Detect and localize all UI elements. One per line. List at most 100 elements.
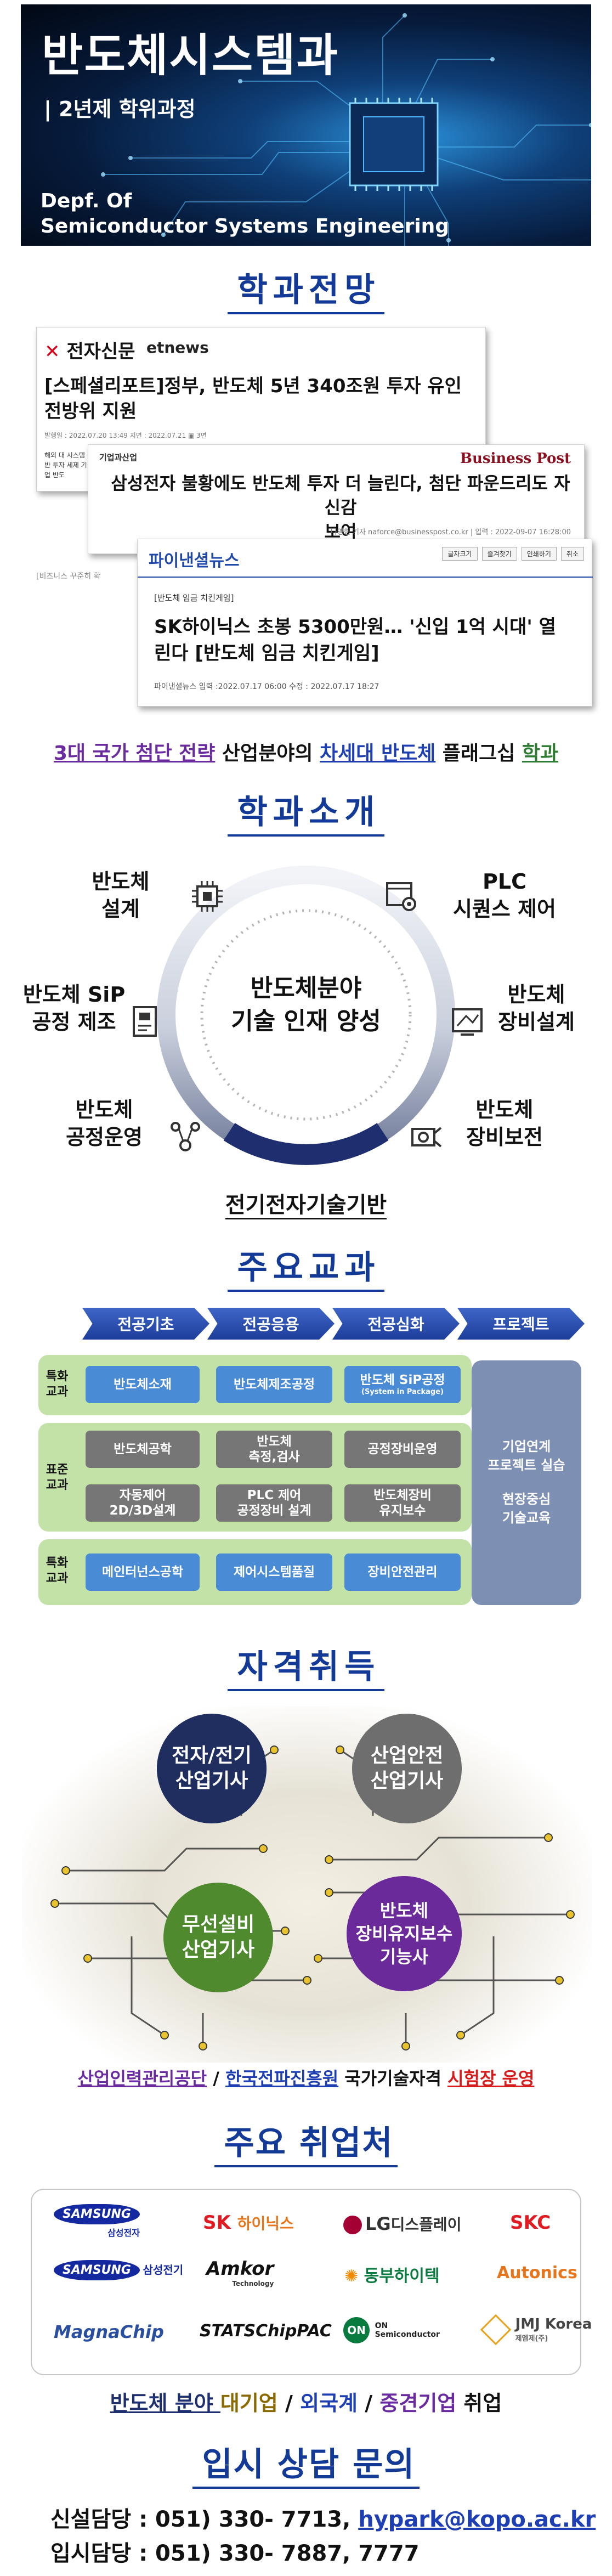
news-card-businesspost: 기업과산업 Business Post 삼성전자 불황에도 반도체 투자 더 늘… bbox=[88, 444, 585, 554]
logo-lg-display: LG디스플레이 bbox=[343, 2213, 461, 2235]
contact-line-new: 신설담당 : 051) 330- 7713, hypark@kopo.ac.kr bbox=[50, 2507, 596, 2532]
outlook-caption-part: 학과 bbox=[522, 742, 559, 765]
ring-graphic bbox=[157, 866, 455, 1165]
certificate-caption: 산업인력관리공단 / 한국전파진흥원 국가기술자격 시험장 운영 bbox=[0, 2065, 612, 2090]
bookmark-button[interactable]: 즐겨찾기 bbox=[481, 547, 517, 561]
chip-icon bbox=[192, 881, 223, 912]
font-size-button[interactable]: 글자크기 bbox=[442, 547, 478, 561]
process-nodes-icon bbox=[171, 1122, 200, 1151]
news-brand-fnnews: 파이낸셜뉴스 bbox=[149, 551, 240, 570]
logo-dongbu-hitek: ✺ 동부하이텍 bbox=[344, 2267, 440, 2286]
course-maintenance-engineering: 메인터넌스공학 bbox=[86, 1553, 200, 1591]
cert-caption-part: 산업인력관리공단 bbox=[77, 2068, 207, 2089]
news-meta-fnnews: 파이낸셜뉴스 입력 :2022.07.17 06:00 수정 : 2022.07… bbox=[154, 682, 379, 691]
news-brand-etnews-en: etnews bbox=[146, 338, 209, 357]
news-meta-etnews: 발행일 : 2022.07.20 13:49 지면 : 2022.07.21 ▣… bbox=[44, 432, 207, 439]
outlook-caption-part: 산업분야의 bbox=[215, 742, 320, 765]
logo-amkor: Amkor Technology bbox=[206, 2258, 274, 2287]
section-title-curriculum: 주요교과 bbox=[0, 1241, 612, 1292]
hero-dept-line2: Semiconductor Systems Engineering bbox=[41, 215, 450, 238]
news-meta-businesspost: 나영현 기자 naforce@businesspost.co.kr | 입력 :… bbox=[330, 528, 571, 536]
hero-subtitle: | 2년제 학위과정 bbox=[44, 97, 196, 121]
section-title-contact: 입시 상담 문의 bbox=[0, 2438, 612, 2489]
stage-arrow-advanced: 전공심화 bbox=[332, 1308, 460, 1340]
news-card-fnnews: 파이낸셜뉴스 글자크기 즐겨찾기 인쇄하기 취소 [반도체 임금 치킨게임] S… bbox=[137, 539, 593, 707]
outlook-caption-part: 3대 국가 첨단 전략 bbox=[53, 742, 216, 765]
hero-banner: 반도체시스템과 | 2년제 학위과정 Depf. Of Semiconducto… bbox=[21, 4, 591, 246]
employers-caption-part: 외국계 bbox=[300, 2391, 358, 2415]
contact-email-link[interactable]: hypark@kopo.ac.kr bbox=[358, 2507, 596, 2532]
circuit-pattern bbox=[50, 1745, 575, 2050]
course-sip-process: 반도체 SiP공정(System in Package) bbox=[344, 1366, 461, 1403]
news-headline-fnnews: SK하이닉스 초봉 5300만원… '신입 1억 시대' 열 린다 [반도체 임… bbox=[154, 616, 556, 664]
maintenance-gear-icon bbox=[411, 1127, 442, 1148]
employers-caption-part: / bbox=[358, 2391, 380, 2415]
course-equipment-safety: 장비안전관리 bbox=[344, 1553, 461, 1591]
stage-arrow-basic: 전공기초 bbox=[82, 1308, 209, 1340]
cert-caption-part: 한국전파진흥원 bbox=[225, 2068, 339, 2089]
circuit-board-icon bbox=[133, 1006, 157, 1037]
logo-skc: SKC bbox=[510, 2212, 551, 2234]
hero-dept-line1: Depf. Of bbox=[41, 190, 132, 212]
employers-caption-part: 대기업 bbox=[220, 2391, 278, 2415]
circuit-background bbox=[101, 13, 591, 246]
section-title-employers: 주요 취업처 bbox=[0, 2116, 612, 2167]
blueprint-icon bbox=[452, 1008, 483, 1036]
logo-sk-hynix: SK 하이닉스 bbox=[203, 2212, 294, 2234]
employers-caption-part: 중견기업 bbox=[379, 2391, 457, 2415]
gear-window-icon bbox=[386, 882, 416, 911]
cancel-button[interactable]: 취소 bbox=[560, 547, 584, 561]
logo-statschippac: STATSChipPAC bbox=[200, 2321, 332, 2341]
employer-logo-grid: SAMSUNG 삼성전자 SK 하이닉스 LG디스플레이 SKC SAMSUNG… bbox=[31, 2189, 592, 2375]
contact-line-admission: 입시담당 : 051) 330- 7887, 7777 bbox=[50, 2541, 420, 2566]
logo-samsung-electro-mechanics: SAMSUNG 삼성전기 bbox=[54, 2260, 183, 2280]
logo-autonics: Autonics bbox=[497, 2263, 577, 2283]
outlook-caption-part: 차세대 반도체 bbox=[320, 742, 436, 765]
intro-center-text: 반도체분야 기술 인재 양성 bbox=[231, 974, 381, 1035]
news-brand-businesspost: Business Post bbox=[460, 450, 571, 467]
intro-base-text: 전기전자기술기반 bbox=[0, 1187, 612, 1219]
news-brand-etnews: ✕ 전자신문 bbox=[44, 341, 135, 363]
news-toolbar: 글자크기 즐겨찾기 인쇄하기 취소 bbox=[442, 547, 584, 561]
section-title-outlook: 학과전망 bbox=[0, 263, 612, 314]
outlook-caption-part: 플래그십 bbox=[435, 742, 522, 765]
news-under-text: [비즈니스 꾸준히 확 bbox=[36, 572, 101, 581]
cert-caption-part: / bbox=[207, 2068, 226, 2089]
news-headline-etnews: [스페셜리포트]정부, 반도체 5년 340조원 투자 유인 전방위 지원 bbox=[44, 375, 462, 422]
cert-caption-part: 시험장 운영 bbox=[447, 2068, 535, 2089]
logo-samsung-electronics: SAMSUNG 삼성전자 bbox=[54, 2204, 140, 2239]
news-tag-fnnews: [반도체 임금 치킨게임] bbox=[154, 593, 234, 603]
course-semiconductor-material: 반도체소재 bbox=[86, 1366, 200, 1403]
course-equipment-operation: 공정장비운영 bbox=[344, 1431, 461, 1468]
print-button[interactable]: 인쇄하기 bbox=[521, 547, 557, 561]
stage-arrow-applied: 전공응용 bbox=[207, 1308, 335, 1340]
stage-arrow-project: 프로젝트 bbox=[457, 1308, 585, 1340]
section-title-intro: 학과소개 bbox=[0, 786, 612, 837]
news-tag-businesspost: 기업과산업 bbox=[99, 453, 138, 462]
news-side-etnews: 해외 대 시스템반 투자 세제 기업 반도 bbox=[44, 451, 87, 479]
course-semiconductor-engineering: 반도체공학 bbox=[86, 1431, 200, 1468]
outlook-caption: 3대 국가 첨단 전략 산업분야의 차세대 반도체 플래그십 학과 bbox=[0, 737, 612, 766]
hero-title: 반도체시스템과 bbox=[42, 30, 339, 82]
cert-caption-part: 국가기술자격 bbox=[338, 2068, 448, 2089]
course-manufacturing-process: 반도체제조공정 bbox=[216, 1366, 332, 1403]
certificate-area bbox=[22, 1706, 592, 2063]
